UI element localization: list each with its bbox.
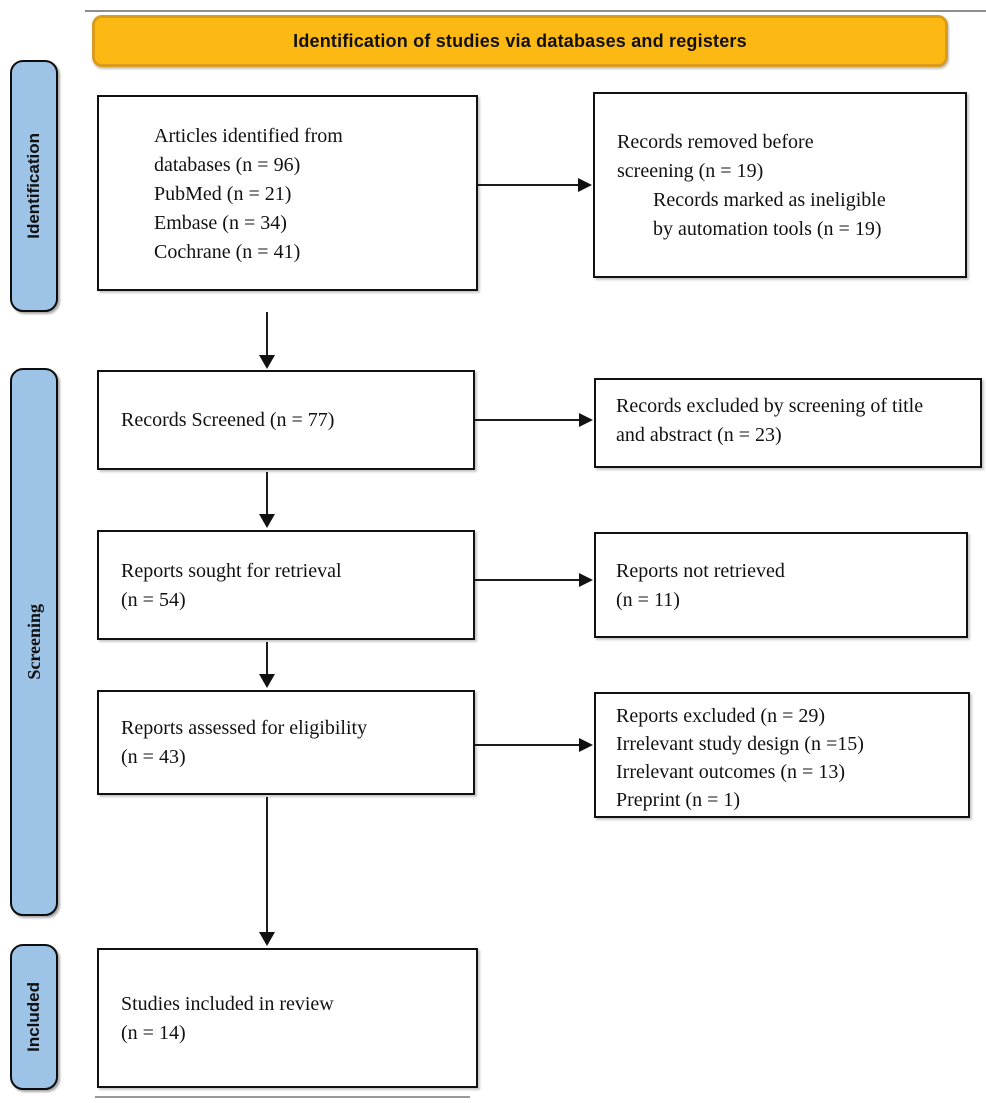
box-line: by automation tools (n = 19) [653, 218, 882, 240]
box-line: Reports excluded (n = 29) [616, 705, 826, 727]
arrow-shaft [475, 579, 579, 581]
box-line: Records marked as ineligible [653, 189, 886, 211]
stage-label-screening: Screening [10, 368, 58, 916]
arrow-right-icon [475, 413, 593, 427]
arrow-head-icon [579, 413, 593, 427]
box-line: Reports not retrieved [616, 560, 785, 582]
box-records-excluded-title-abstract: Records excluded by screening of title a… [594, 378, 982, 468]
box-line: Studies included in review [121, 993, 334, 1015]
box-reports-not-retrieved: Reports not retrieved (n = 11) [594, 532, 968, 638]
arrow-head-icon [259, 514, 275, 528]
arrow-shaft [266, 312, 268, 357]
stage-label-screening-text: Screening [23, 604, 44, 680]
arrow-down-icon [259, 642, 275, 688]
figure-crop-edge-bottom [95, 1096, 470, 1098]
arrow-shaft [475, 744, 579, 746]
box-line: Preprint (n = 1) [616, 789, 741, 811]
arrow-right-icon [475, 573, 593, 587]
box-line: (n = 54) [121, 589, 186, 611]
banner-label: Identification of studies via databases … [293, 30, 747, 51]
arrow-right-icon [478, 178, 592, 192]
figure-crop-edge-top [85, 10, 986, 12]
arrow-shaft [266, 472, 268, 516]
arrow-right-icon [475, 738, 593, 752]
banner-databases-registers: Identification of studies via databases … [92, 15, 948, 67]
box-line: Records removed before [617, 131, 814, 153]
box-reports-assessed: Reports assessed for eligibility (n = 43… [97, 690, 475, 795]
box-line: screening (n = 19) [617, 160, 764, 182]
arrow-shaft [266, 797, 268, 934]
box-line: Embase (n = 34) [154, 212, 287, 234]
box-articles-identified: Articles identified from databases (n = … [97, 95, 478, 291]
arrow-head-icon [579, 573, 593, 587]
box-line: Irrelevant study design (n =15) [616, 733, 864, 755]
arrow-shaft [475, 419, 579, 421]
arrow-head-icon [579, 738, 593, 752]
arrow-shaft [478, 184, 578, 186]
stage-label-included-text: Included [24, 982, 43, 1052]
arrow-shaft [266, 642, 268, 676]
stage-label-identification-text: Identification [24, 133, 43, 239]
stage-label-included: Included [10, 944, 58, 1090]
arrow-head-icon [578, 178, 592, 192]
box-reports-sought: Reports sought for retrieval (n = 54) [97, 530, 475, 640]
box-line: Reports assessed for eligibility [121, 717, 368, 739]
arrow-down-icon [259, 472, 275, 528]
arrow-head-icon [259, 932, 275, 946]
box-line: PubMed (n = 21) [154, 183, 292, 205]
box-line: (n = 11) [616, 589, 680, 611]
arrow-head-icon [259, 674, 275, 688]
box-line: and abstract (n = 23) [616, 424, 782, 446]
box-line: (n = 43) [121, 746, 186, 768]
box-line: Cochrane (n = 41) [154, 241, 301, 263]
box-line: Records Screened (n = 77) [121, 409, 335, 431]
box-records-removed-before-screening: Records removed before screening (n = 19… [593, 92, 967, 278]
box-line: databases (n = 96) [154, 154, 301, 176]
stage-label-identification: Identification [10, 60, 58, 312]
box-reports-excluded: Reports excluded (n = 29) Irrelevant stu… [594, 692, 970, 818]
box-line: Reports sought for retrieval [121, 560, 342, 582]
box-line: Records excluded by screening of title [616, 395, 924, 417]
arrow-down-icon [259, 797, 275, 946]
arrow-head-icon [259, 355, 275, 369]
box-line: Articles identified from [154, 125, 343, 147]
arrow-down-icon [259, 312, 275, 369]
box-line: (n = 14) [121, 1022, 186, 1044]
box-line: Irrelevant outcomes (n = 13) [616, 761, 845, 783]
box-studies-included: Studies included in review (n = 14) [97, 948, 478, 1088]
box-records-screened: Records Screened (n = 77) [97, 370, 475, 470]
